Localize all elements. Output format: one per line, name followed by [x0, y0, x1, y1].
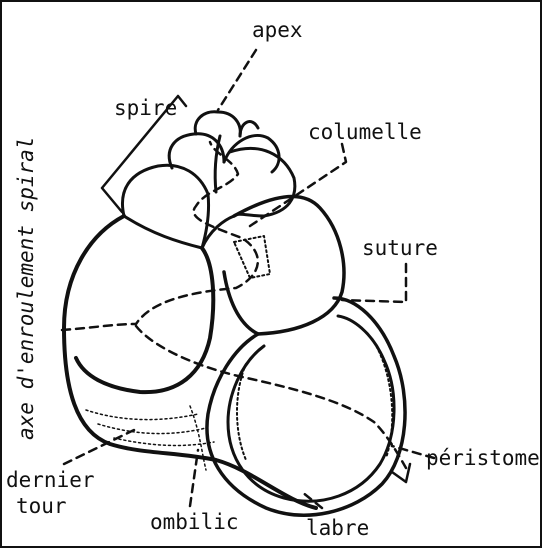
spire-whorl-2 — [230, 148, 295, 216]
label-columelle: columelle — [308, 122, 422, 143]
mid-whorl-right — [224, 196, 344, 334]
aperture-outer — [207, 298, 405, 515]
body-whorl-inner-line — [76, 248, 213, 392]
whorl-top-edge — [124, 216, 202, 248]
label-spire: spire — [114, 98, 177, 119]
leader-columelle — [250, 144, 346, 226]
labre-hatch — [237, 342, 392, 460]
leader-suture — [342, 264, 406, 302]
label-tour: tour — [16, 496, 67, 517]
label-ombilic: ombilic — [150, 512, 239, 533]
label-labre: labre — [306, 518, 369, 539]
columelle-stipple — [234, 236, 270, 278]
spire-whorl-6 — [240, 122, 258, 136]
leader-apex — [218, 50, 256, 110]
spire-center-line — [215, 136, 220, 192]
label-dernier: dernier — [6, 470, 95, 491]
label-axe-enroulement: axe d'enroulement spiral — [16, 137, 37, 440]
label-apex: apex — [252, 20, 303, 41]
ombilic-stipple — [86, 406, 214, 470]
spire-whorl-5 — [195, 112, 240, 136]
body-whorl-outline — [64, 216, 316, 508]
label-suture: suture — [362, 238, 438, 259]
aperture-inner — [228, 316, 394, 501]
label-peristome: péristome — [426, 448, 540, 469]
